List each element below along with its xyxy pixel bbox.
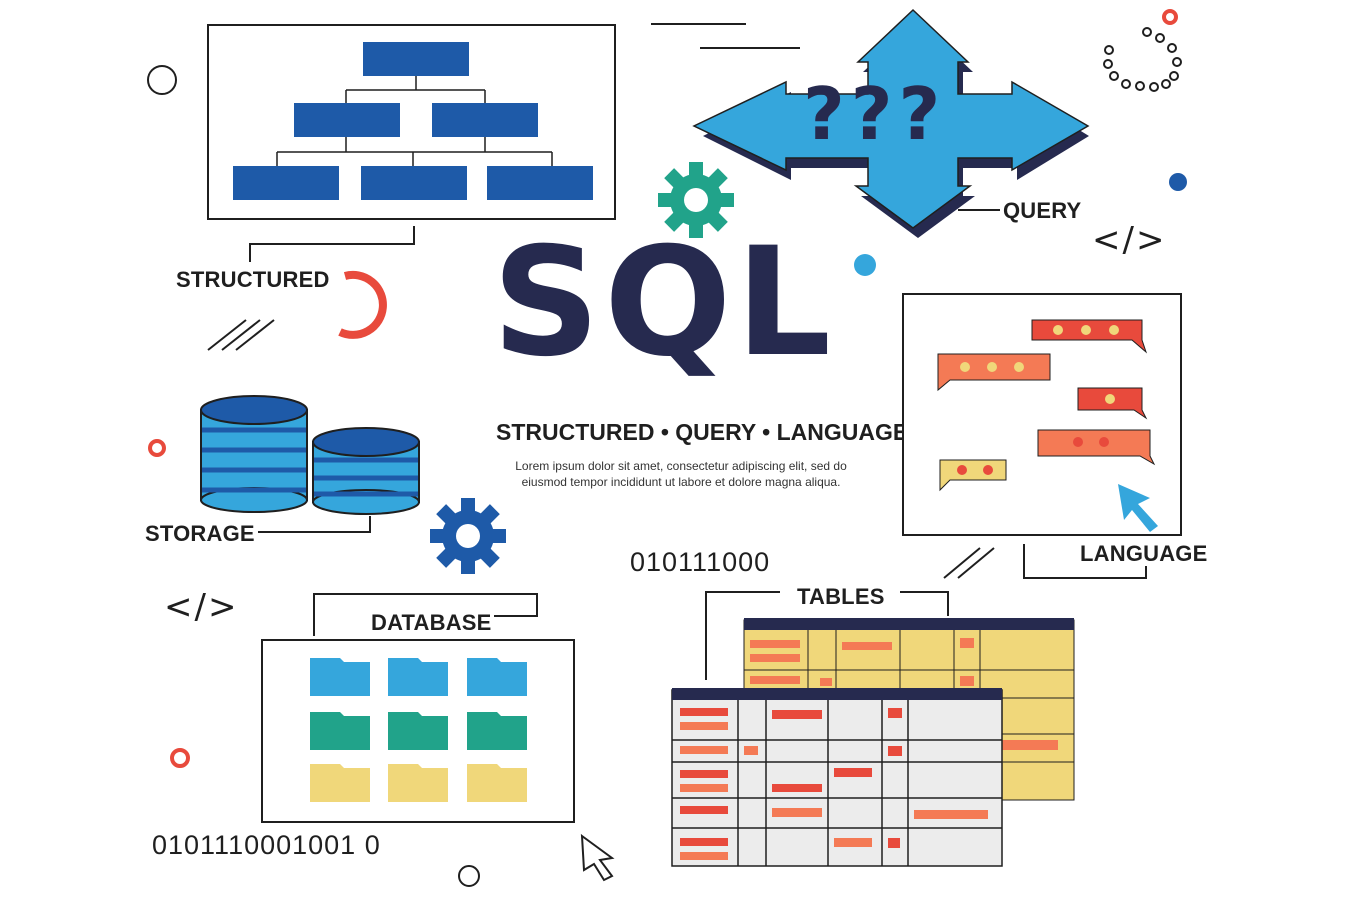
gear-icon xyxy=(658,162,734,238)
sql-subtitle: STRUCTURED • QUERY • LANGUAGE xyxy=(496,419,909,445)
structured-label: STRUCTURED xyxy=(176,267,330,292)
outline-circle-decoration xyxy=(147,65,177,95)
chat-bubble xyxy=(939,459,1007,492)
language-label: LANGUAGE xyxy=(1080,541,1208,566)
pointer-icon xyxy=(580,833,615,882)
hierarchy-node-root xyxy=(363,42,469,76)
blue-dot-decoration xyxy=(1169,173,1187,191)
sql-title: SQL xyxy=(492,216,836,390)
binary-bottom: 0101110001001 0 xyxy=(152,830,381,860)
query-label: QUERY xyxy=(1003,198,1082,223)
four-way-arrow xyxy=(692,8,1090,229)
chat-bubble xyxy=(1037,429,1156,466)
hierarchy-node-l2-c xyxy=(487,166,593,200)
chat-bubble xyxy=(937,353,1051,392)
gear-icon-blue xyxy=(430,498,506,574)
chat-bubble xyxy=(1031,319,1148,354)
database-label: DATABASE xyxy=(371,610,492,635)
cursor-icon xyxy=(1118,484,1158,532)
hierarchy-node-l2-b xyxy=(361,166,467,200)
red-arc-decoration xyxy=(338,270,387,339)
hierarchy-node-l1-right xyxy=(432,103,538,137)
tables-label: TABLES xyxy=(797,584,885,609)
sky-dot-decoration xyxy=(854,254,876,276)
code-tag-icon: </> xyxy=(1092,220,1167,260)
code-tag-icon-left: </> xyxy=(164,587,239,627)
binary-top: 010111000 xyxy=(630,547,771,577)
front-table xyxy=(671,688,1003,867)
description-text: Lorem ipsum dolor sit amet, consectetur … xyxy=(515,459,847,489)
hierarchy-node-l1-left xyxy=(294,103,400,137)
hierarchy-node-l2-a xyxy=(233,166,339,200)
question-marks: ??? xyxy=(803,72,947,156)
storage-label: STORAGE xyxy=(145,521,255,546)
chat-bubble xyxy=(1077,387,1148,420)
folder-icon xyxy=(310,658,527,802)
